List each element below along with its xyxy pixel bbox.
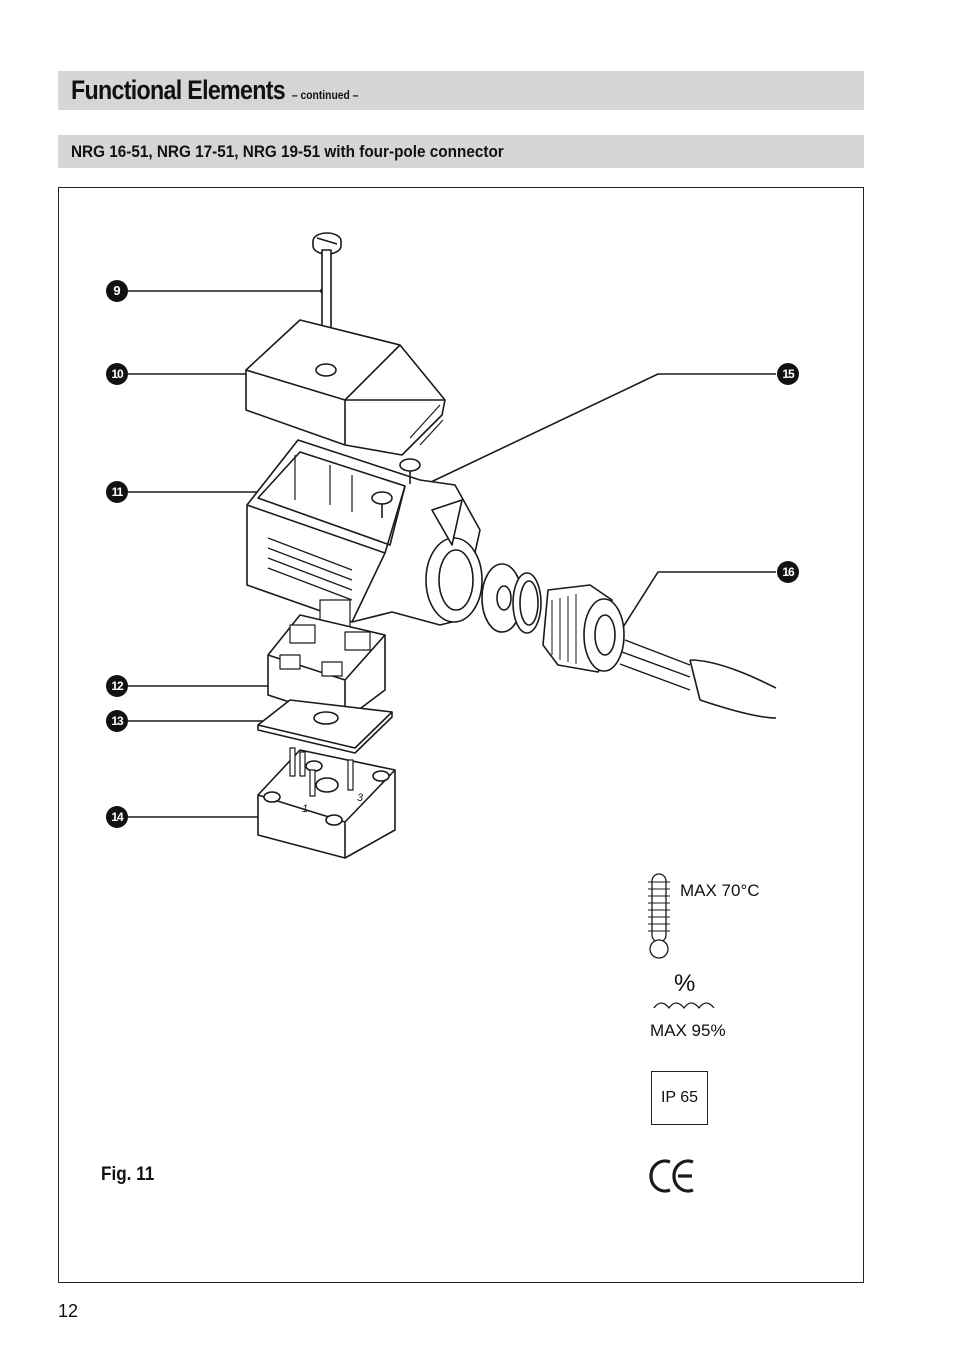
max-temperature-label: MAX 70°C xyxy=(680,881,760,900)
pin-number-3: 3 xyxy=(357,792,364,804)
leader-line-15 xyxy=(409,373,776,493)
humidity-percent-symbol: % xyxy=(674,970,696,997)
figure-caption: Fig. 11 xyxy=(101,1164,155,1185)
page-number: 12 xyxy=(58,1301,79,1321)
page-title: Functional Elements– continued – xyxy=(71,75,359,105)
callout-15: 15 xyxy=(777,363,799,385)
thermometer-icon xyxy=(648,873,670,959)
ip-rating-box: IP 65 xyxy=(651,1071,708,1125)
section-heading: NRG 16-51, NRG 17-51, NRG 19-51 with fou… xyxy=(71,142,504,161)
cable-gland-part xyxy=(481,563,625,673)
housing-part xyxy=(246,439,483,641)
callout-14: 14 xyxy=(106,806,128,828)
gasket-part xyxy=(257,699,393,754)
cover-part xyxy=(245,319,446,456)
max-humidity-label: MAX 95% xyxy=(650,1021,726,1040)
figure-frame xyxy=(58,187,864,1283)
ce-mark-icon xyxy=(649,1159,694,1193)
pin-number-1: 1 xyxy=(302,803,308,815)
callout-9: 9 xyxy=(106,280,128,302)
callout-10: 10 xyxy=(106,363,128,385)
humidity-wave-icon xyxy=(653,1002,715,1009)
title-bar: Functional Elements– continued – xyxy=(58,71,864,110)
callout-13: 13 xyxy=(106,710,128,732)
base-part xyxy=(257,747,396,859)
leader-line-16 xyxy=(605,571,776,655)
continued-note: – continued – xyxy=(291,88,359,102)
screw-part xyxy=(312,232,342,361)
callout-11: 11 xyxy=(106,481,128,503)
insert-part xyxy=(267,614,386,721)
cable-part xyxy=(619,639,777,719)
section-heading-bar: NRG 16-51, NRG 17-51, NRG 19-51 with fou… xyxy=(58,135,864,168)
callout-16: 16 xyxy=(777,561,799,583)
callout-12: 12 xyxy=(106,675,128,697)
